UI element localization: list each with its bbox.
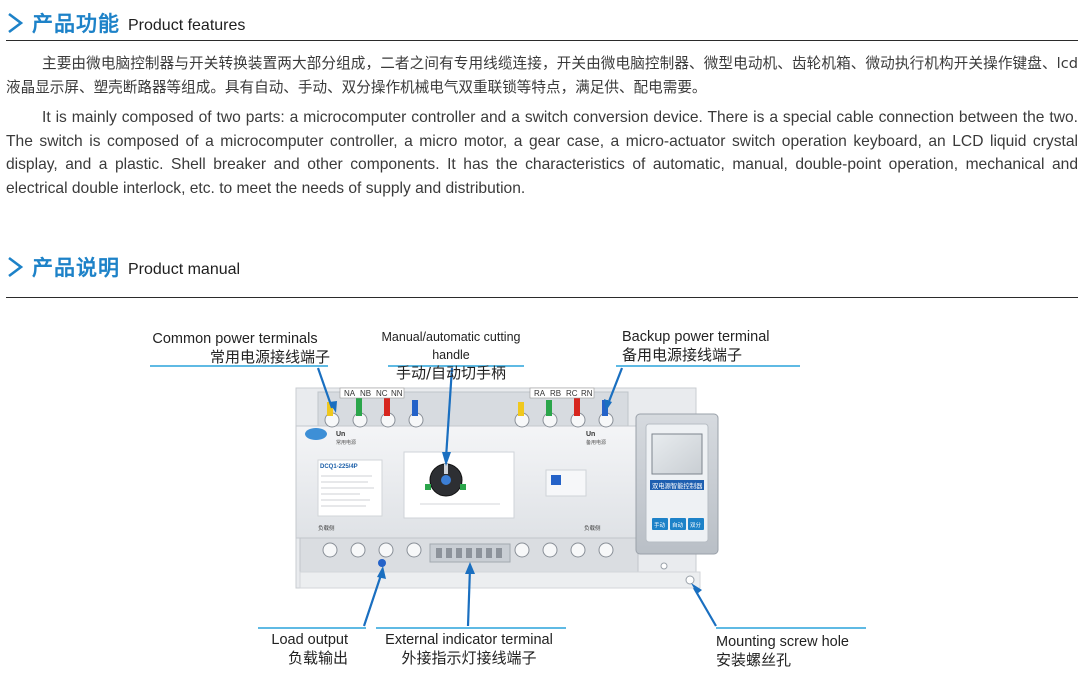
callout-indicator-terminal-cn: 外接指示灯接线端子 — [401, 649, 537, 667]
features-paragraph-en: It is mainly composed of two parts: a mi… — [6, 109, 1078, 197]
brand-logo — [305, 428, 327, 440]
features-divider — [6, 40, 1078, 41]
switch-device-illustration: NA NB NC NN RA RB RC RN Un 常用电源 Un 备用电源 … — [150, 365, 866, 629]
load-side-right: 负载侧 — [584, 524, 601, 532]
callout-backup-power-cn: 备用电源接线端子 — [622, 346, 743, 364]
base-rail — [299, 571, 701, 589]
callout-backup-power: Backup power terminal 备用电源接线端子 — [622, 328, 792, 364]
un-right-sub: 备用电源 — [586, 439, 606, 446]
controller-button-dual-off: 双分 — [690, 521, 702, 529]
terminal-label-rn: RN — [581, 389, 593, 398]
features-heading: 产品功能 Product features — [6, 8, 245, 38]
product-diagram: NA NB NC NN RA RB RC RN Un 常用电源 Un 备用电源 … — [0, 300, 1084, 697]
un-left-sub: 常用电源 — [336, 439, 356, 446]
terminal-label-nb: NB — [360, 389, 371, 398]
callout-indicator-terminal: External indicator terminal 外接指示灯接线端子 — [374, 631, 564, 667]
features-paragraph-cn: 主要由微电脑控制器与开关转换装置两大部分组成，二者之间有专用线缆连接，开关由微电… — [6, 55, 1078, 96]
callout-mounting-screw-cn: 安装螺丝孔 — [716, 651, 792, 669]
controller-button-manual: 手动 — [654, 521, 666, 529]
callout-mounting-screw-en: Mounting screw hole — [716, 634, 849, 650]
terminal-label-nn: NN — [391, 389, 403, 398]
controller-button-auto: 自动 — [672, 521, 684, 529]
features-title-en: Product features — [128, 17, 246, 34]
manual-title-cn: 产品说明 — [32, 256, 120, 280]
model-label: DCQ1-225/4P — [320, 464, 358, 470]
callout-mounting-screw: Mounting screw hole 安装螺丝孔 — [716, 633, 876, 669]
manual-title-en: Product manual — [128, 261, 241, 278]
callout-load-output-en: Load output — [271, 632, 348, 648]
terminal-label-na: NA — [344, 389, 356, 398]
callout-manual-handle-en: Manual/automatic cutting handle — [381, 330, 521, 362]
terminal-label-nc: NC — [376, 389, 388, 398]
terminal-label-rb: RB — [550, 389, 561, 398]
load-side-left: 负载侧 — [318, 524, 335, 532]
features-title-cn: 产品功能 — [32, 12, 120, 36]
chevron-right-icon — [8, 12, 24, 34]
un-right: Un — [586, 431, 595, 438]
mounting-screw-hole — [685, 575, 695, 585]
controller-title: 双电源智能控制器 — [652, 481, 703, 490]
callout-manual-handle-cn: 手动/自动切手柄 — [395, 364, 507, 382]
terminal-label-ra: RA — [534, 389, 546, 398]
callout-indicator-terminal-en: External indicator terminal — [385, 632, 553, 648]
callout-backup-power-en: Backup power terminal — [622, 329, 770, 345]
callout-load-output: Load output 负载输出 — [256, 631, 348, 667]
chevron-right-icon — [8, 256, 24, 278]
callout-load-output-cn: 负载输出 — [287, 649, 348, 667]
manual-heading: 产品说明 Product manual — [6, 252, 240, 282]
terminal-label-rc: RC — [566, 389, 578, 398]
callout-common-power-en: Common power terminals — [152, 331, 318, 347]
callout-manual-handle: Manual/automatic cutting handle 手动/自动切手柄 — [366, 328, 536, 382]
lcd-display — [651, 433, 703, 475]
callout-common-power-cn: 常用电源接线端子 — [209, 348, 330, 366]
callout-common-power: Common power terminals 常用电源接线端子 — [140, 330, 330, 366]
manual-divider — [6, 297, 1078, 298]
un-left: Un — [336, 431, 345, 438]
